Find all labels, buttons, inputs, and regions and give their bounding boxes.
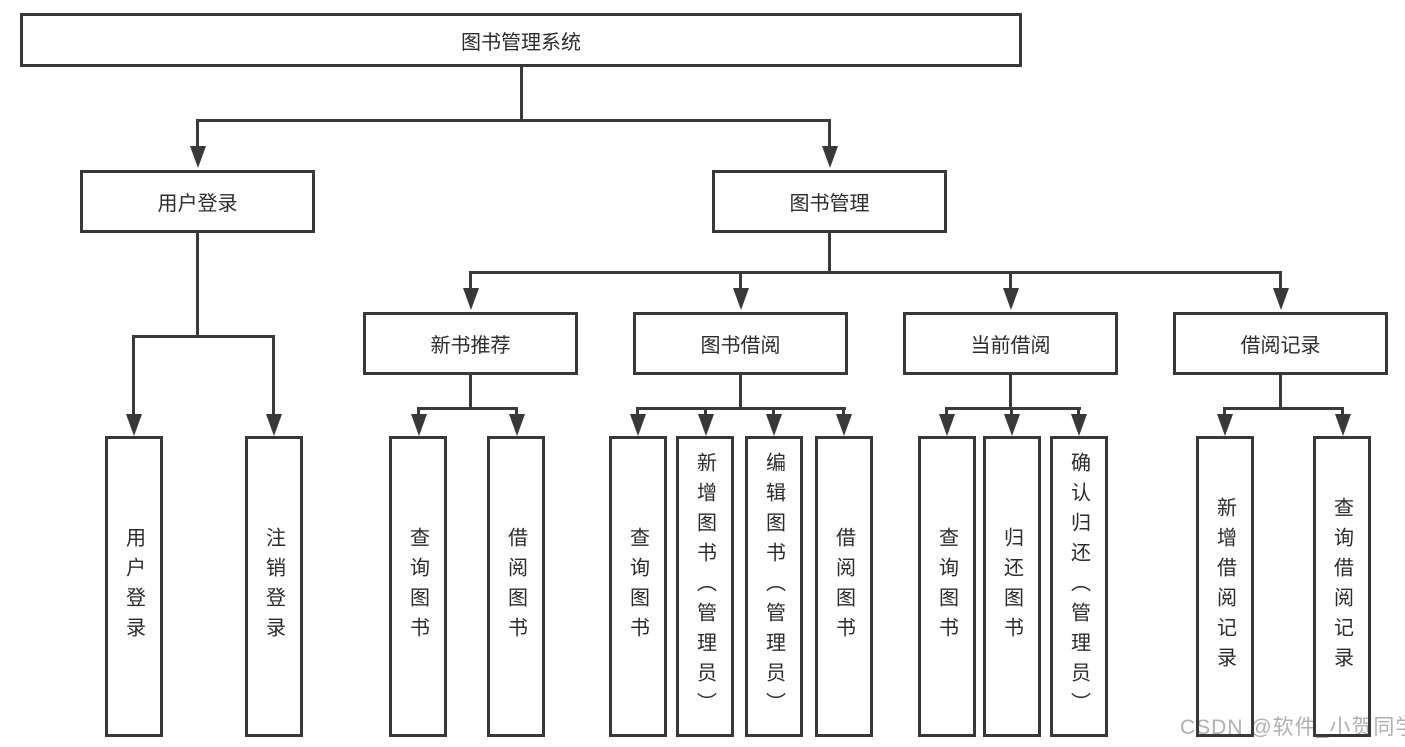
connector-line	[132, 335, 275, 338]
arrow-down-icon	[411, 414, 427, 436]
connector-line	[945, 407, 948, 416]
arrow-down-icon	[1335, 414, 1351, 436]
arrow-down-icon	[836, 414, 852, 436]
connector-line	[1279, 375, 1282, 409]
connector-line	[1279, 271, 1282, 289]
leaf-query-books: 查询图书	[609, 436, 667, 737]
leaf-add-borrow-record: 新增借阅记录	[1196, 436, 1254, 737]
connector-line	[1223, 407, 1344, 410]
node-library-management-system: 图书管理系统	[20, 13, 1022, 67]
arrow-down-icon	[698, 414, 714, 436]
connector-line	[739, 271, 742, 289]
connector-line	[1009, 271, 1012, 289]
connector-line	[196, 119, 831, 122]
leaf-edit-books-admin: 编辑图书（管理员）	[745, 436, 803, 737]
connector-line	[196, 119, 199, 148]
leaf-query-books: 查询图书	[918, 436, 976, 737]
connector-line	[739, 375, 742, 409]
leaf-confirm-return-admin: 确认归还（管理员）	[1050, 436, 1108, 737]
connector-line	[828, 119, 831, 148]
connector-line	[828, 233, 831, 273]
connector-line	[636, 407, 639, 416]
connector-line	[842, 407, 845, 416]
arrow-down-icon	[1217, 414, 1233, 436]
connector-line	[1223, 407, 1226, 416]
connector-line	[772, 407, 775, 416]
leaf-query-borrow-record: 查询借阅记录	[1313, 436, 1371, 737]
node-current-borrowing: 当前借阅	[903, 312, 1118, 375]
node-user-login: 用户登录	[80, 170, 315, 233]
connector-line	[945, 407, 1081, 410]
arrow-down-icon	[1004, 414, 1020, 436]
node-borrowing-records: 借阅记录	[1173, 312, 1388, 375]
arrow-down-icon	[266, 414, 282, 436]
connector-line	[132, 335, 135, 415]
leaf-logout: 注销登录	[245, 436, 303, 737]
connector-line	[469, 271, 472, 289]
connector-line	[636, 407, 846, 410]
connector-line	[272, 335, 275, 415]
node-book-management: 图书管理	[712, 170, 947, 233]
arrow-down-icon	[1071, 414, 1087, 436]
leaf-add-books-admin: 新增图书（管理员）	[676, 436, 734, 737]
connector-line	[417, 407, 518, 410]
arrow-down-icon	[630, 414, 646, 436]
arrow-down-icon	[126, 414, 142, 436]
connector-line	[417, 407, 420, 416]
connector-line	[515, 407, 518, 416]
csdn-watermark: CSDN @软件_小贺同学	[1180, 716, 1405, 739]
arrow-down-icon	[733, 288, 749, 310]
leaf-borrow-books: 借阅图书	[815, 436, 873, 737]
arrow-down-icon	[766, 414, 782, 436]
connector-line	[520, 67, 523, 119]
arrow-down-icon	[1003, 288, 1019, 310]
connector-line	[1009, 375, 1012, 409]
leaf-borrow-books: 借阅图书	[487, 436, 545, 737]
arrow-down-icon	[463, 288, 479, 310]
connector-line	[704, 407, 707, 416]
arrow-down-icon	[509, 414, 525, 436]
connector-line	[1010, 407, 1013, 416]
leaf-query-books: 查询图书	[389, 436, 447, 737]
connector-line	[469, 271, 1282, 274]
connector-line	[469, 375, 472, 409]
arrow-down-icon	[190, 146, 206, 168]
connector-line	[1077, 407, 1080, 416]
arrow-down-icon	[1273, 288, 1289, 310]
connector-line	[196, 233, 199, 335]
arrow-down-icon	[939, 414, 955, 436]
node-new-book-recommend: 新书推荐	[363, 312, 578, 375]
leaf-return-books: 归还图书	[983, 436, 1041, 737]
connector-line	[1341, 407, 1344, 416]
arrow-down-icon	[822, 146, 838, 168]
node-book-borrowing: 图书借阅	[633, 312, 848, 375]
leaf-user-login: 用户登录	[105, 436, 163, 737]
